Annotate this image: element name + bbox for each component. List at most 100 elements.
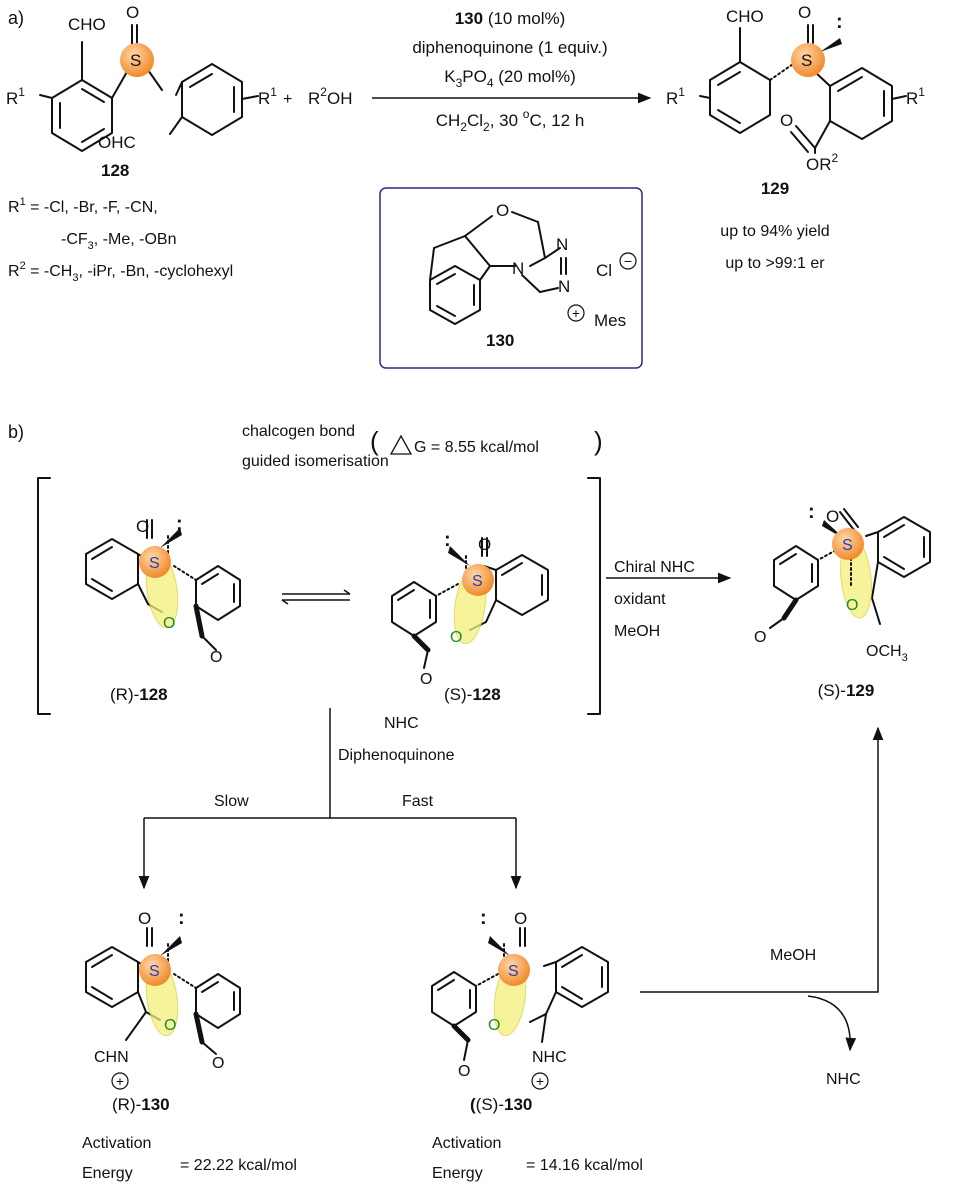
- s130-plus-circle: [531, 1072, 549, 1090]
- cho-label: CHO: [68, 15, 106, 34]
- s130-lone-pair: :: [480, 907, 487, 929]
- catalyst-oxygen: O: [496, 201, 509, 220]
- down-line2: Diphenoquinone: [338, 747, 455, 764]
- slow-label: Slow: [214, 793, 249, 810]
- mes-label: Mes: [594, 311, 626, 330]
- nhc-release-label: NHC: [826, 1071, 861, 1088]
- chalcogen-line2: guided isomerisation: [242, 453, 389, 470]
- sulfur-label: S: [130, 51, 141, 70]
- product-cho-label: CHO: [726, 7, 764, 26]
- part-a-label: a): [8, 8, 24, 28]
- meoh-label: MeOH: [770, 947, 816, 964]
- s128-aldehyde-oxygen: O: [420, 671, 432, 688]
- s129-och3: OCH3: [866, 643, 908, 664]
- yield-text: up to 94% yield: [720, 223, 829, 240]
- structure-s-128: [391, 537, 549, 669]
- act-left-line2: Energy: [82, 1165, 133, 1182]
- ohc-label: OHC: [98, 133, 136, 152]
- sulfur-atom-highlight: [791, 43, 825, 77]
- structure-r-130: [85, 927, 241, 1055]
- ester-carbonyl-oxygen: O: [780, 111, 793, 130]
- s130-aldehyde-oxygen: O: [458, 1063, 470, 1080]
- catalyst-n1: N: [512, 259, 524, 278]
- paren-open: (: [370, 426, 379, 456]
- product-r1-left: R1: [666, 85, 685, 108]
- plus-sign: +: [283, 91, 292, 108]
- r2-definition: R2 = -CH3, -iPr, -Bn, -cyclohexyl: [8, 260, 233, 284]
- product-r1-right: R1: [906, 85, 925, 108]
- ester-or2: OR2: [806, 151, 839, 174]
- s130-sulfoxide-oxygen: O: [514, 909, 527, 928]
- structure-s-129: [769, 508, 931, 629]
- condition-line3: K3PO4 (20 mol%): [444, 67, 575, 90]
- catalyst-130-label: 130: [486, 331, 514, 350]
- act-right-value: = 14.16 kcal/mol: [526, 1157, 643, 1174]
- r130-sulfoxide-oxygen: O: [138, 909, 151, 928]
- r1-definition-line2: -CF3, -Me, -OBn: [61, 231, 176, 252]
- structure-s-130: [431, 927, 609, 1061]
- r128-oxygen: O: [163, 615, 175, 632]
- chloride-label: Cl: [596, 261, 612, 280]
- s128-label: (S)-128: [444, 685, 501, 704]
- structure-128: [39, 24, 259, 152]
- r130-lone-pair: :: [178, 907, 185, 929]
- fast-label: Fast: [402, 793, 434, 810]
- r1-right: R1: [258, 85, 277, 108]
- act-left-line1: Activation: [82, 1135, 151, 1152]
- structure-r-128: [85, 519, 241, 651]
- er-text: up to >99:1 er: [725, 255, 825, 272]
- s129-label: (S)-129: [818, 681, 875, 700]
- s130-label: ((S)-130: [470, 1095, 532, 1114]
- r128-sulfoxide-oxygen: O: [136, 517, 149, 536]
- s128-oxygen: O: [450, 629, 462, 646]
- catalyst-box: [379, 187, 643, 369]
- product-lone-pair: :: [836, 11, 843, 33]
- s129-lone-pair: :: [808, 501, 815, 523]
- nhc-release-arrow: [807, 995, 857, 1052]
- r1-definition-line1: R1 = -Cl, -Br, -F, -CN,: [8, 196, 158, 216]
- catalyst-n3: N: [558, 277, 570, 296]
- product-sulfur: S: [801, 51, 812, 70]
- sulfoxide-oxygen: O: [126, 3, 139, 22]
- s130-oxygen: O: [488, 1017, 500, 1034]
- minus-charge: −: [624, 253, 632, 269]
- act-right-line1: Activation: [432, 1135, 501, 1152]
- s130-plus: +: [536, 1073, 544, 1089]
- s128-sulfur: S: [472, 573, 483, 590]
- bracket-right: [587, 477, 601, 715]
- sulfur-atom-highlight: [120, 43, 154, 77]
- act-left-value: = 22.22 kcal/mol: [180, 1157, 297, 1174]
- r128-sulfur: S: [149, 555, 160, 572]
- condition-line1: 130 (10 mol%): [455, 9, 566, 28]
- delta-triangle: [389, 434, 413, 455]
- arrow-right-line2: oxidant: [614, 591, 666, 608]
- part-b-label: b): [8, 422, 24, 442]
- r128-aldehyde-oxygen: O: [210, 649, 222, 666]
- r128-lone-pair: :: [176, 513, 183, 535]
- arrow-right-line3: MeOH: [614, 623, 660, 640]
- plus-charge-circle: [567, 304, 585, 322]
- chalcogen-line1: chalcogen bond: [242, 423, 355, 440]
- s129-aldehyde-oxygen: O: [754, 629, 766, 646]
- catalyst-130-structure: [429, 211, 567, 325]
- condition-line2: diphenoquinone (1 equiv.): [412, 38, 607, 57]
- r130-aldehyde-oxygen: O: [212, 1055, 224, 1072]
- r130-sulfur: S: [149, 963, 160, 980]
- bracket-left: [37, 477, 51, 715]
- r1-left: R1: [6, 85, 25, 108]
- meoh-arrow: [640, 726, 884, 993]
- act-right-line2: Energy: [432, 1165, 483, 1182]
- r130-plus-circle: [111, 1072, 129, 1090]
- structure-129: [699, 24, 907, 154]
- s130-nhc: NHC: [532, 1049, 567, 1066]
- r128-label: (R)-128: [110, 685, 168, 704]
- r130-chn: CHN: [94, 1049, 129, 1066]
- alcohol-reagent: R2OH: [308, 85, 352, 108]
- arrow-right-line1: Chiral NHC: [614, 559, 695, 576]
- condition-line4: CH2Cl2, 30 oC, 12 h: [436, 107, 585, 134]
- paren-close: ): [594, 426, 603, 456]
- s130-sulfur: S: [508, 963, 519, 980]
- s128-lone-pair: :: [444, 529, 451, 551]
- r130-plus: +: [116, 1073, 124, 1089]
